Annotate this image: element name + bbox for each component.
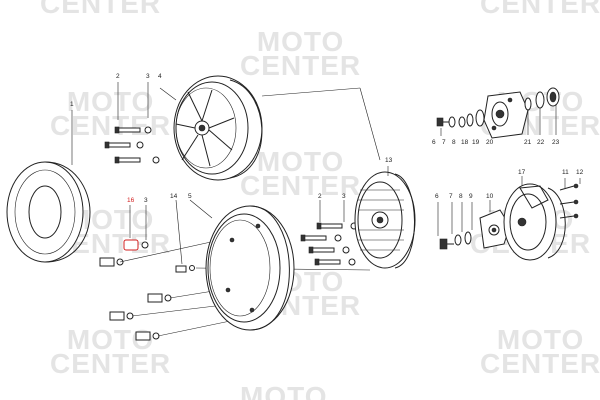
label-part-16: 16 — [127, 197, 135, 204]
alloy-rim — [173, 75, 263, 181]
leader-line — [159, 87, 177, 101]
label-part-1: 1 — [70, 101, 74, 108]
bolt-set-upper — [104, 82, 160, 164]
leader-line — [261, 87, 361, 97]
label-part-4: 4 — [158, 73, 162, 80]
label-part-5: 5 — [188, 193, 192, 200]
hub-assembly-upper — [436, 87, 560, 139]
part-labels: 1 2 3 4 16 3 14 5 13 2 3 6 7 8 18 19 20 … — [70, 73, 584, 204]
label-part-6-upper: 6 — [432, 139, 436, 146]
watermark: CENTER — [480, 0, 600, 19]
label-part-12: 12 — [576, 169, 584, 176]
bolt-set-middle — [300, 200, 358, 266]
label-part-20: 20 — [486, 139, 494, 146]
watermark: MOTO CENTER — [240, 26, 362, 81]
label-part-6-lower: 6 — [435, 193, 439, 200]
watermark: MOTO CENTER — [480, 324, 600, 379]
steel-rim — [205, 205, 295, 331]
hub-assembly-lower — [437, 176, 581, 261]
label-part-18: 18 — [461, 139, 469, 146]
tyre — [6, 161, 91, 263]
label-part-7-upper: 7 — [442, 139, 446, 146]
watermark: MOTO CENTER — [240, 146, 362, 201]
label-part-9: 9 — [469, 193, 473, 200]
leader-line — [359, 87, 381, 161]
label-part-3-middle: 3 — [144, 197, 148, 204]
watermark: CENTER — [40, 0, 162, 19]
watermark: MOTO CENTER — [50, 86, 172, 141]
label-part-2-middle: 2 — [318, 193, 322, 200]
label-part-11: 11 — [562, 169, 569, 176]
label-part-19: 19 — [472, 139, 480, 146]
label-part-3-right: 3 — [342, 193, 346, 200]
label-part-21: 21 — [524, 139, 532, 146]
label-part-7-lower: 7 — [449, 193, 453, 200]
brake-drum — [354, 171, 416, 269]
label-part-17: 17 — [518, 169, 526, 176]
label-part-22: 22 — [537, 139, 545, 146]
label-part-23: 23 — [552, 139, 560, 146]
label-part-2: 2 — [116, 73, 120, 80]
label-part-14: 14 — [170, 193, 178, 200]
label-part-13: 13 — [385, 157, 393, 164]
label-part-3: 3 — [146, 73, 150, 80]
label-part-10: 10 — [486, 193, 494, 200]
label-part-8-lower: 8 — [459, 193, 463, 200]
label-part-8-upper: 8 — [452, 139, 456, 146]
leader-line — [189, 199, 213, 219]
spacer-16 — [123, 205, 149, 251]
watermark: MOTO — [240, 381, 328, 400]
